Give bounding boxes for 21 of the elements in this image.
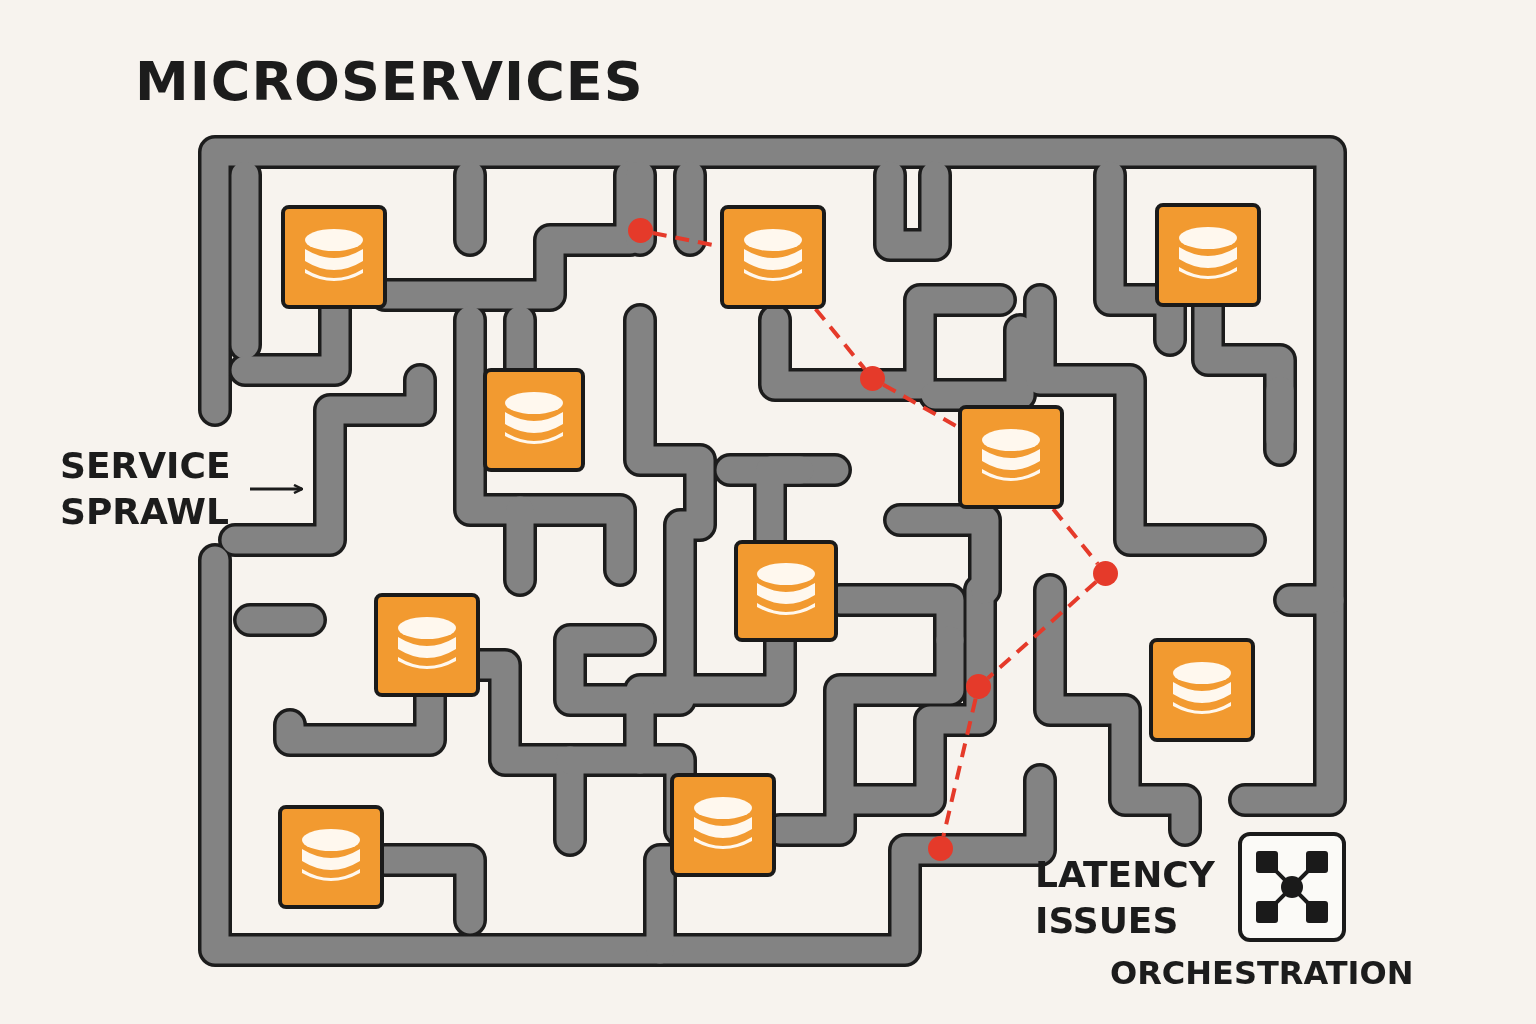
dashed-path [814, 307, 867, 371]
callout-text: LATENCY ISSUES [1035, 853, 1216, 943]
callout-text: SERVICE SPRAWL [60, 443, 246, 535]
title: MICROSERVICES [135, 50, 644, 113]
service-box [720, 205, 826, 309]
service-box [958, 405, 1064, 509]
service-box [374, 593, 480, 697]
service-box [1149, 638, 1255, 742]
service-box [734, 540, 838, 642]
dashed-path [1051, 507, 1100, 566]
service-box [1155, 203, 1261, 307]
dashed-path [882, 382, 959, 429]
dashed-path [986, 580, 1098, 680]
service-box [278, 805, 384, 909]
path-point [1093, 561, 1118, 586]
service-box [281, 205, 387, 309]
arrow [250, 483, 304, 495]
service-box [483, 368, 585, 472]
service-box [670, 773, 776, 877]
dashed-path [941, 698, 978, 837]
icon-caption: ORCHESTRATION [1110, 954, 1414, 992]
